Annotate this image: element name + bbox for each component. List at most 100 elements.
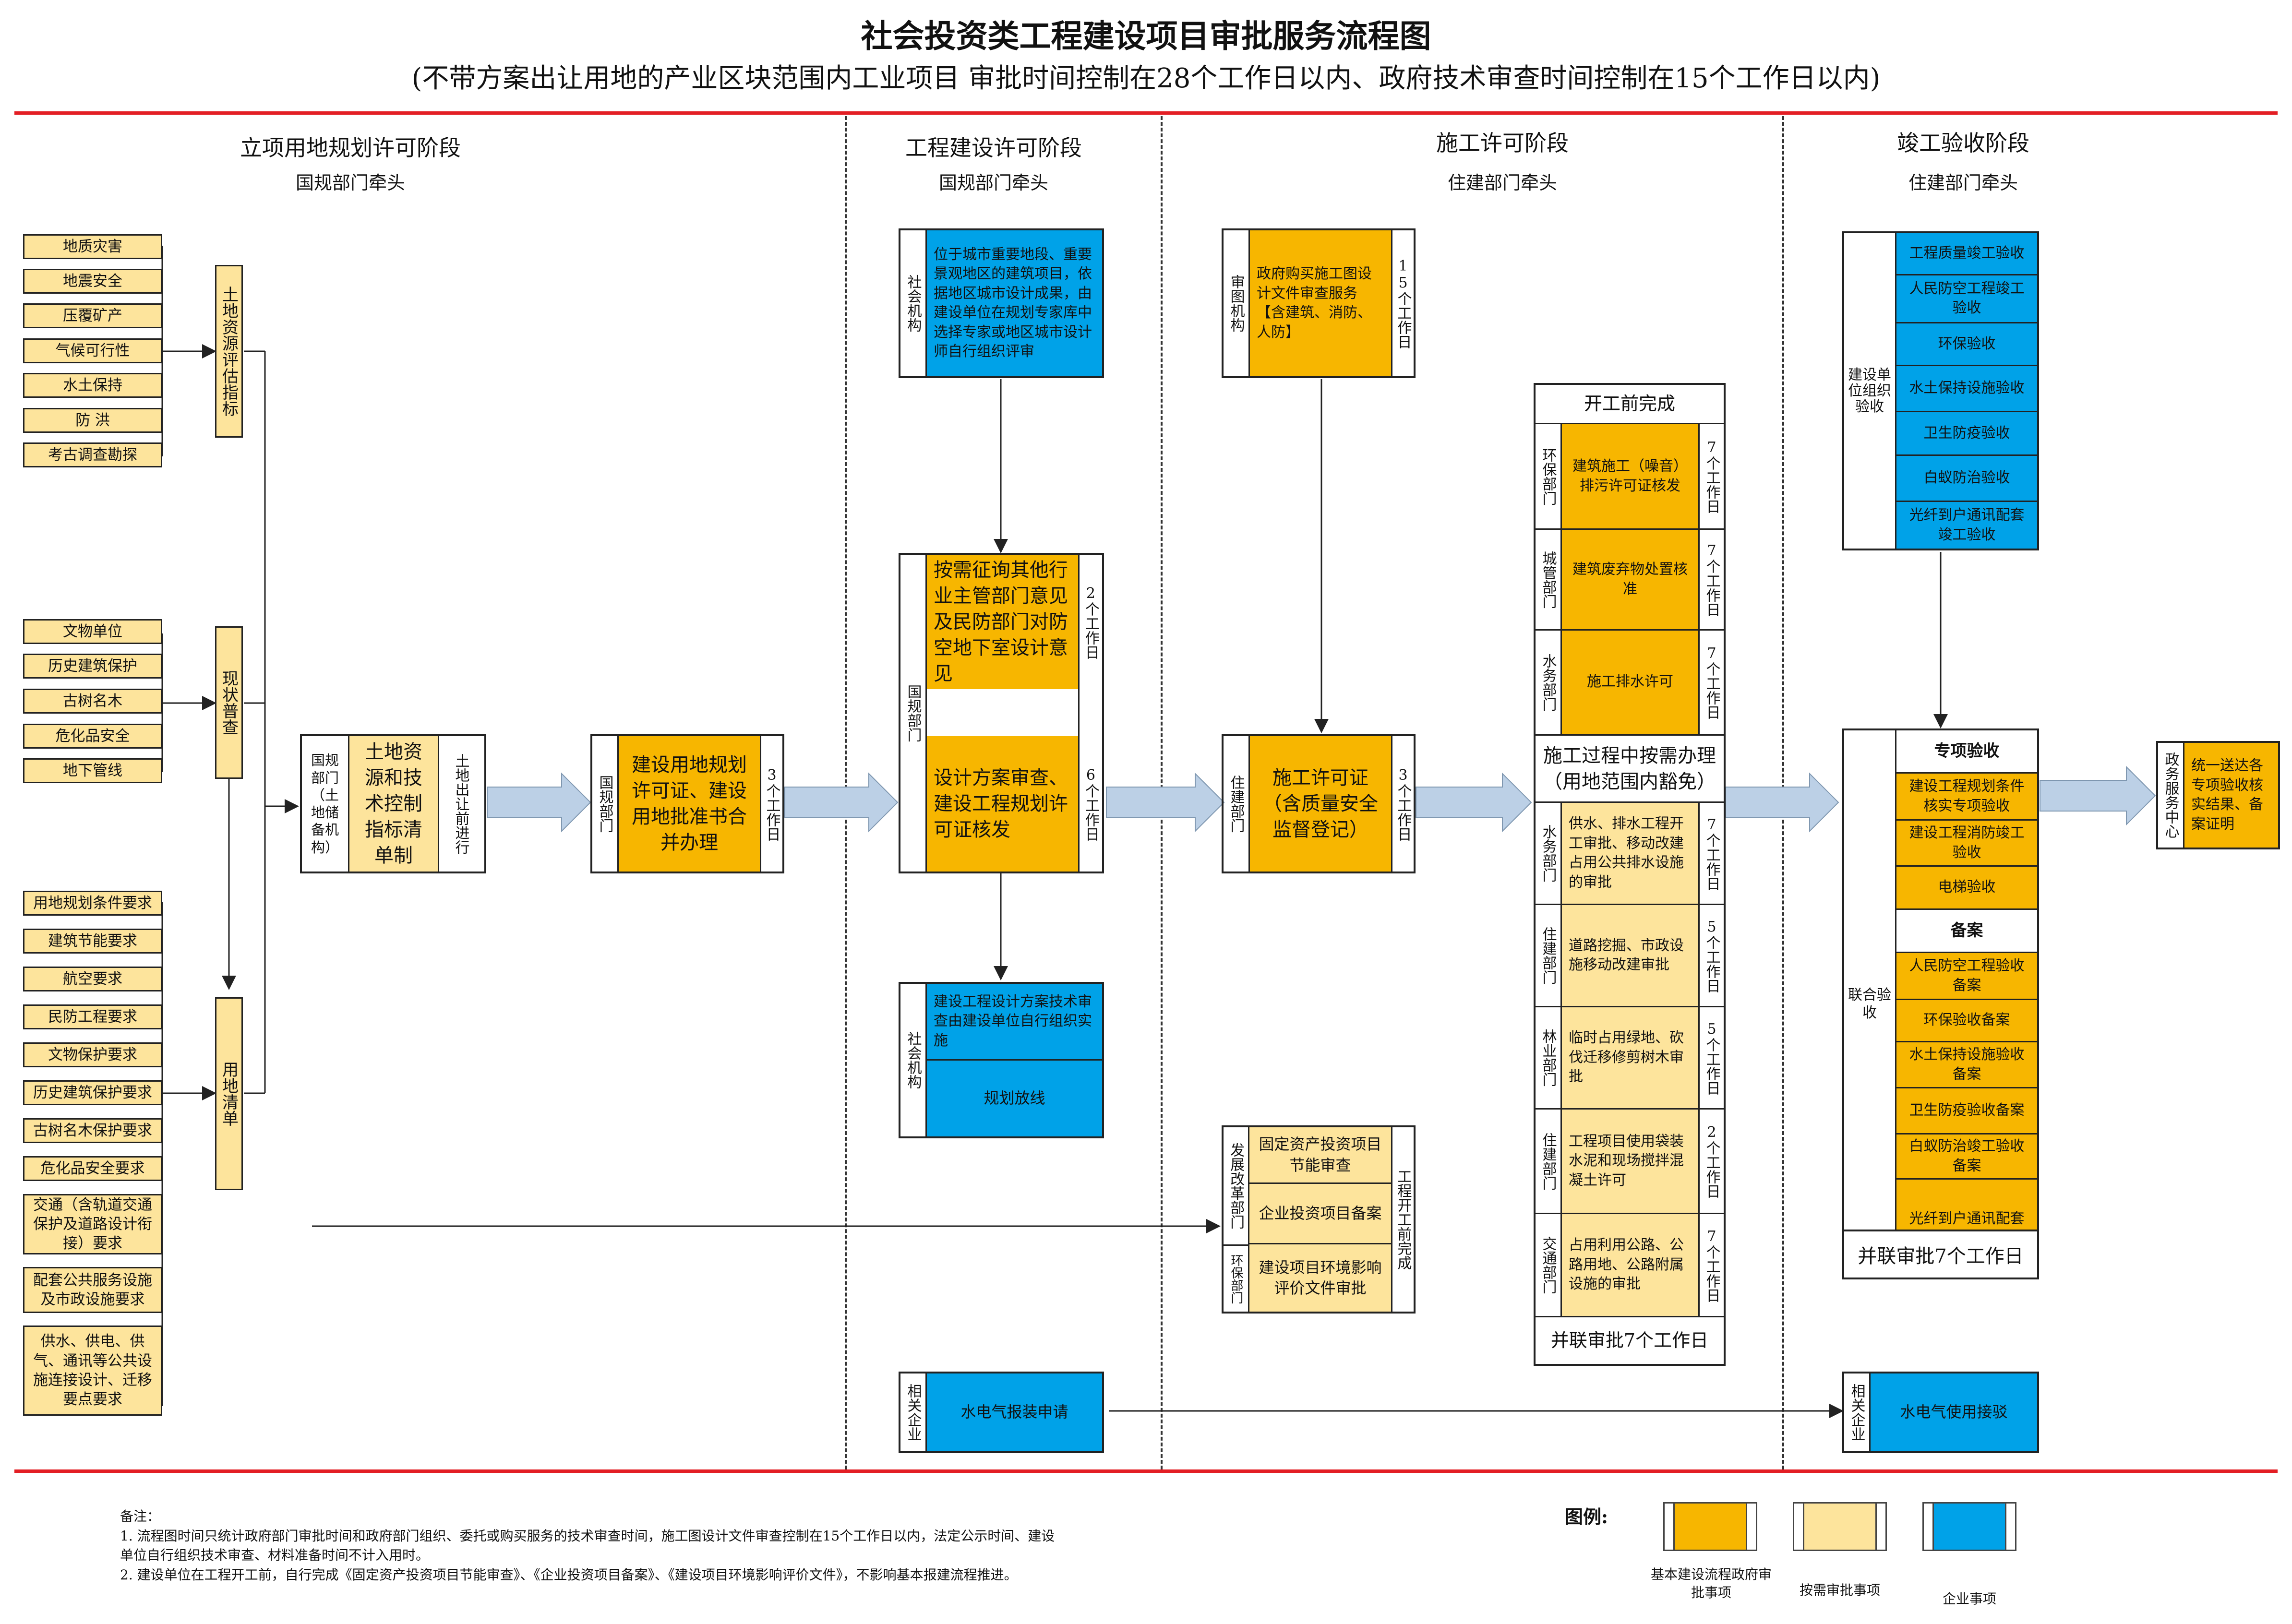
planning-permit-dept: 国规部门 (596, 775, 613, 833)
before-start-noise-permit: 建筑施工（噪音）排污许可证核发 (1560, 424, 1700, 528)
during-dept-housing-2: 住建部门 (1539, 1132, 1557, 1190)
during-dept-forestry: 林业部门 (1539, 1029, 1557, 1087)
special-planning-check: 建设工程规划条件核实专项验收 (1896, 774, 2037, 821)
gov-center-text: 统一送达各专项验收核实结果、备案证明 (2183, 743, 2278, 848)
stage-lead-1: 国规部门牵头 (295, 172, 405, 193)
legend-swatch-blue (1922, 1502, 2016, 1551)
guogui-dept: 国规部门 (904, 684, 922, 742)
bar-land-resource-index: 土地资源评估指标 (215, 265, 243, 438)
accept-epidemic: 卫生防疫验收 (1896, 412, 2037, 456)
joint-accept-footer: 并联审批7个工作日 (1842, 1230, 2039, 1279)
page-subtitle: (不带方案出让用地的产业区块范围内工业项目 审批时间控制在28个工作日以内、政府… (411, 63, 1881, 94)
record-epidemic: 卫生防疫验收备案 (1896, 1088, 2037, 1134)
accept-environment: 环保验收 (1896, 323, 2037, 367)
utility-apply-box: 相关企业 水电气报装申请 (899, 1372, 1104, 1453)
special-elevator: 电梯验收 (1896, 867, 2037, 910)
left-item-historic-protect: 历史建筑保护要求 (23, 1080, 162, 1105)
before-start-dept-env: 环保部门 (1539, 447, 1557, 505)
prework-note: 工程开工前完成 (1394, 1169, 1412, 1270)
accept-fiber: 光纤到户通讯配套竣工验收 (1896, 502, 2037, 549)
during-days-housing-2: 2个工作日 (1703, 1124, 1720, 1198)
left-item-ancient-trees: 古树名木 (23, 689, 162, 714)
left-item-relic-protect: 文物保护要求 (23, 1042, 162, 1067)
utility-apply-org: 相关企业 (904, 1384, 922, 1441)
social-lower-org: 社会机构 (904, 1031, 922, 1089)
land-resource-box: 国规部门（土地储备机构） 土地资源和技术控制指标清单制 土地出让前进行 (300, 734, 486, 873)
left-item-seismic-safety: 地震安全 (23, 269, 162, 294)
drawing-review-days: 15个工作日 (1394, 258, 1412, 349)
joint-accept-box: 联合验收 专项验收 建设工程规划条件核实专项验收 建设工程消防竣工验收 电梯验收… (1842, 728, 2039, 1279)
record-soil-water: 水土保持设施验收备案 (1896, 1042, 2037, 1088)
left-item-tree-protect: 古树名木保护要求 (23, 1118, 162, 1143)
left-item-soil-water: 水土保持 (23, 373, 162, 398)
accept-quality: 工程质量竣工验收 (1896, 233, 2037, 275)
during-dept-transport: 交通部门 (1539, 1236, 1557, 1294)
during-construction-box: 施工过程中按需办理（用地范围内豁免） 水务部门 供水、排水工程开工审批、移动改建… (1534, 736, 1726, 1366)
prework-eia: 建设项目环境影响评价文件审批 (1249, 1244, 1391, 1312)
construction-permit-dept: 住建部门 (1227, 775, 1245, 833)
during-days-housing-1: 5个工作日 (1703, 918, 1720, 993)
legend-swatch-lightorange (1793, 1502, 1887, 1551)
special-accept-header: 专项验收 (1896, 730, 2037, 774)
stage-lead-4: 住建部门牵头 (1908, 172, 2018, 193)
prework-dept-ndrc: 发展改革部门 (1227, 1143, 1245, 1229)
drawing-review-box: 审图机构 政府购买施工图设计文件审查服务【含建筑、消防、人防】 15个工作日 (1222, 228, 1416, 378)
accept-soil-water: 水土保持设施验收 (1896, 366, 2037, 412)
notes-head: 备注： (120, 1508, 161, 1524)
drawing-review-text: 政府购买施工图设计文件审查服务【含建筑、消防、人防】 (1248, 230, 1392, 376)
legend-title: 图例: (1565, 1506, 1608, 1528)
gov-center-box: 政务服务中心 统一送达各专项验收核实结果、备案证明 (2156, 741, 2280, 849)
left-item-civil-defense: 民防工程要求 (23, 1004, 162, 1029)
utility-connect-box: 相关企业 水电气使用接驳 (1842, 1372, 2039, 1453)
record-environment: 环保验收备案 (1896, 1000, 2037, 1042)
left-item-underground-pipes: 地下管线 (23, 758, 162, 783)
planning-permit-main: 建设用地规划许可证、建设用地批准书合并办理 (617, 736, 761, 872)
record-termite: 白蚁防治竣工验收备案 (1896, 1134, 2037, 1180)
prework-energy-review: 固定资产投资项目节能审查 (1249, 1127, 1391, 1184)
during-dept-water: 水务部门 (1539, 824, 1557, 882)
org-accept-box: 建设单位组织验收 工程质量竣工验收 人民防空工程竣工验收 环保验收 水土保持设施… (1842, 231, 2039, 550)
before-start-dept-water: 水务部门 (1539, 653, 1557, 711)
consult-days: 2个工作日 (1082, 585, 1099, 659)
notes-block: 备注： 1. 流程图时间只统计政府部门审批时间和政府部门组织、委托或购买服务的技… (120, 1507, 1272, 1585)
during-greenland: 临时占用绿地、砍伐迁移修剪树木审批 (1560, 1007, 1700, 1108)
during-cement: 工程项目使用袋装水泥和现场搅拌混凝土许可 (1560, 1110, 1700, 1213)
bar-status-survey: 现状普查 (215, 626, 243, 779)
left-item-traffic: 交通（含轨道交通保护及道路设计衔接）要求 (23, 1194, 162, 1254)
urban-design-box: 社会机构 位于城市重要地段、重要景观地区的建筑项目，依据地区城市设计成果，由建设… (899, 228, 1104, 378)
gov-center-side: 政务服务中心 (2162, 752, 2179, 838)
left-item-utility-connection: 供水、供电、供气、通讯等公共设施连接设计、迁移要点要求 (23, 1325, 162, 1416)
drawing-review-org: 审图机构 (1227, 275, 1245, 332)
left-item-land-planning: 用地规划条件要求 (23, 891, 162, 916)
planning-permit-box: 国规部门 建设用地规划许可证、建设用地批准书合并办理 3个工作日 (590, 734, 784, 873)
stage-title-3: 施工许可阶段 (1436, 130, 1569, 156)
accept-civil-defense: 人民防空工程竣工验收 (1896, 275, 2037, 323)
legend-label-lightorange: 按需审批事项 (1799, 1582, 1880, 1598)
design-review-days: 6个工作日 (1082, 766, 1099, 841)
left-item-aviation: 航空要求 (23, 967, 162, 991)
stage-title-1: 立项用地规划许可阶段 (240, 135, 461, 161)
during-highway: 占用利用公路、公路用地、公路附属设施的审批 (1560, 1214, 1700, 1316)
before-start-days-water: 7个工作日 (1703, 645, 1720, 719)
construction-permit-days: 3个工作日 (1394, 766, 1412, 841)
during-water-works: 供水、排水工程开工审批、移动改建占用公共排水设施的审批 (1560, 803, 1700, 904)
stage-lead-3: 住建部门牵头 (1447, 172, 1557, 193)
page-title: 社会投资类工程建设项目审批服务流程图 (861, 17, 1431, 55)
prework-investment-record: 企业投资项目备案 (1249, 1184, 1391, 1244)
social-lower-box: 社会机构 建设工程设计方案技术审查由建设单位自行组织实施 规划放线 (899, 982, 1104, 1138)
left-item-energy-saving: 建筑节能要求 (23, 929, 162, 954)
tech-review-self: 建设工程设计方案技术审查由建设单位自行组织实施 (927, 984, 1102, 1061)
left-item-cultural-relics: 文物单位 (23, 619, 162, 644)
legend-label-blue: 企业事项 (1942, 1591, 1996, 1607)
before-start-header: 开工前完成 (1536, 385, 1724, 424)
left-item-hazchem-req: 危化品安全要求 (23, 1156, 162, 1181)
during-road-dig: 道路挖掘、市政设施移动改建审批 (1560, 905, 1700, 1006)
utility-connect-org: 相关企业 (1848, 1384, 1865, 1441)
notes-line-2: 单位自行组织技术审查、材料准备时间不计入用时。 (120, 1547, 430, 1564)
top-red-rule (14, 111, 2278, 115)
bar-land-list: 用地清单 (215, 997, 243, 1190)
land-box-note: 土地出让前进行 (452, 753, 469, 854)
guogui-review-box: 国规部门 按需征询其他行业主管部门意见及民防部门对防空地下室设计意见 设计方案审… (899, 553, 1104, 873)
stage-title-4: 竣工验收阶段 (1897, 130, 2029, 156)
utility-connect-text: 水电气使用接驳 (1869, 1373, 2037, 1451)
